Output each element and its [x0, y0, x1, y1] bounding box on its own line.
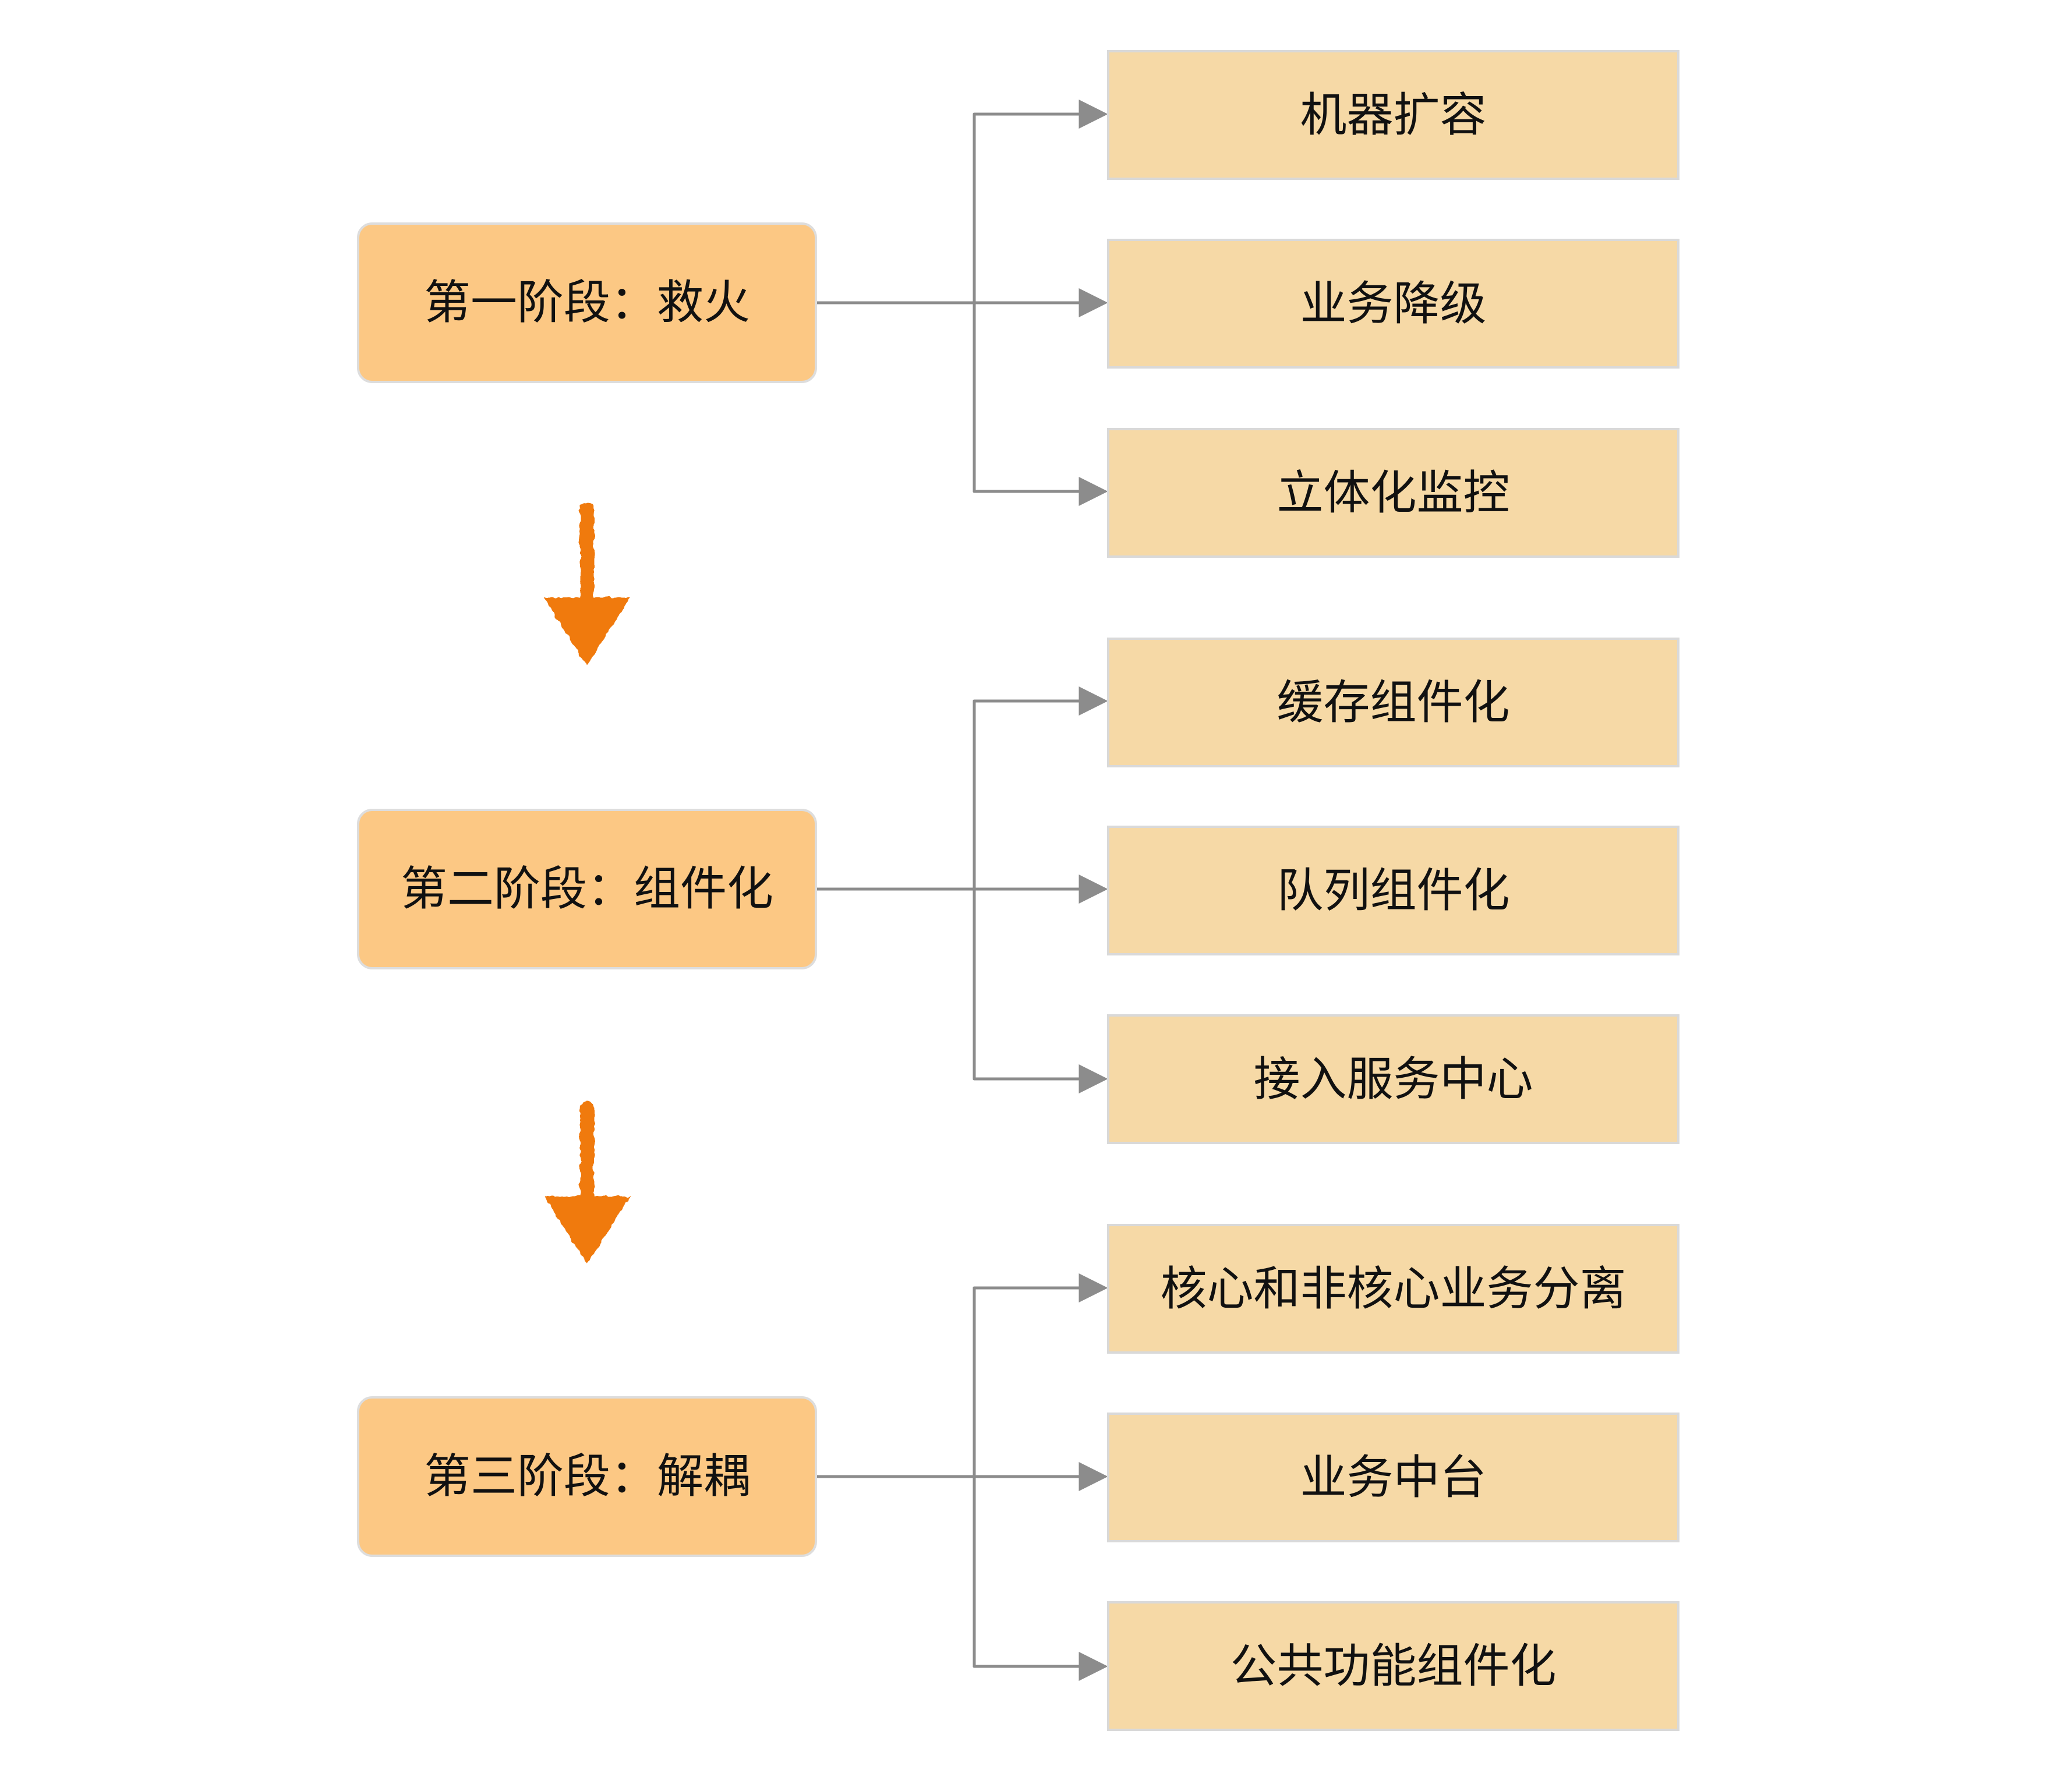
task-box: 机器扩容 — [1107, 50, 1679, 180]
stage-box: 第二阶段：组件化 — [357, 809, 817, 969]
stage-3-connectors — [815, 1273, 1108, 1681]
task-box: 缓存组件化 — [1107, 638, 1679, 767]
stage-1-connectors — [815, 100, 1108, 506]
task-box: 立体化监控 — [1107, 428, 1679, 558]
stage-box: 第一阶段：救火 — [357, 222, 817, 383]
task-box: 队列组件化 — [1107, 826, 1679, 955]
stage-transition-arrow-1 — [544, 503, 630, 666]
task-box: 业务降级 — [1107, 239, 1679, 369]
task-box: 业务中台 — [1107, 1413, 1679, 1542]
stage-transition-arrow-2 — [544, 1102, 630, 1264]
stage-box: 第三阶段：解耦 — [357, 1396, 817, 1557]
stage-2-connectors — [815, 686, 1108, 1093]
task-box: 公共功能组件化 — [1107, 1601, 1679, 1731]
task-box: 核心和非核心业务分离 — [1107, 1224, 1679, 1354]
task-box: 接入服务中心 — [1107, 1014, 1679, 1144]
